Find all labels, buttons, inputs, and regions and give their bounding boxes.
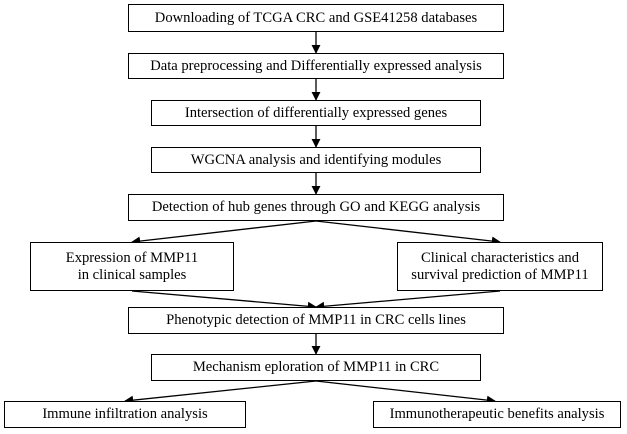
- step-clinical-characteristics: Clinical characteristics and survival pr…: [397, 242, 603, 291]
- step-mechanism-exploration: Mechanism eploration of MMP11 in CRC: [151, 354, 481, 381]
- step-download-databases: Downloading of TCGA CRC and GSE41258 dat…: [128, 4, 504, 32]
- step-hub-genes-label: Detection of hub genes through GO and KE…: [151, 199, 481, 215]
- step-clinical-line-2: survival prediction of MMP11: [411, 266, 589, 283]
- step-expression-line-1: Expression of MMP11: [65, 249, 199, 266]
- step-immune-infiltration: Immune infiltration analysis: [4, 401, 246, 428]
- arrow-hubgenes-to-expression: [131, 220, 317, 246]
- step-preprocess-label: Data preprocessing and Differentially ex…: [150, 57, 482, 74]
- step-wgcna-label: WGCNA analysis and identifying modules: [190, 151, 442, 168]
- step-hub-genes-detection: Detection of hub genes through GO and KE…: [128, 194, 504, 221]
- arrow-expression-to-phenotypic: [131, 290, 317, 311]
- step-phenotypic-label: Phenotypic detection of MMP11 in CRC cel…: [166, 312, 466, 328]
- step-clinical-line-1: Clinical characteristics and: [420, 249, 580, 266]
- step-mechanism-label: Mechanism eploration of MMP11 in CRC: [192, 359, 440, 375]
- step-intersection-label: Intersection of differentially expressed…: [184, 104, 448, 121]
- step-expression-mmp11: Expression of MMP11 in clinical samples: [30, 242, 234, 291]
- arrow-mechanism-to-immunotherapeutic: [315, 380, 496, 405]
- step-phenotypic-detection: Phenotypic detection of MMP11 in CRC cel…: [128, 307, 504, 334]
- step-data-preprocessing: Data preprocessing and Differentially ex…: [128, 53, 504, 79]
- step-immunotherapeutic-label: Immunotherapeutic benefits analysis: [389, 406, 605, 422]
- step-immunotherapeutic-benefits: Immunotherapeutic benefits analysis: [373, 401, 621, 428]
- arrow-clinical-to-phenotypic: [315, 290, 501, 311]
- step-intersection-degs: Intersection of differentially expressed…: [151, 100, 481, 126]
- arrow-hubgenes-to-clinical: [315, 220, 501, 246]
- step-download-label: Downloading of TCGA CRC and GSE41258 dat…: [154, 9, 478, 26]
- step-wgcna-analysis: WGCNA analysis and identifying modules: [151, 147, 481, 173]
- arrow-mechanism-to-immune: [124, 380, 317, 405]
- step-immune-label: Immune infiltration analysis: [42, 406, 208, 422]
- step-expression-line-2: in clinical samples: [77, 266, 187, 283]
